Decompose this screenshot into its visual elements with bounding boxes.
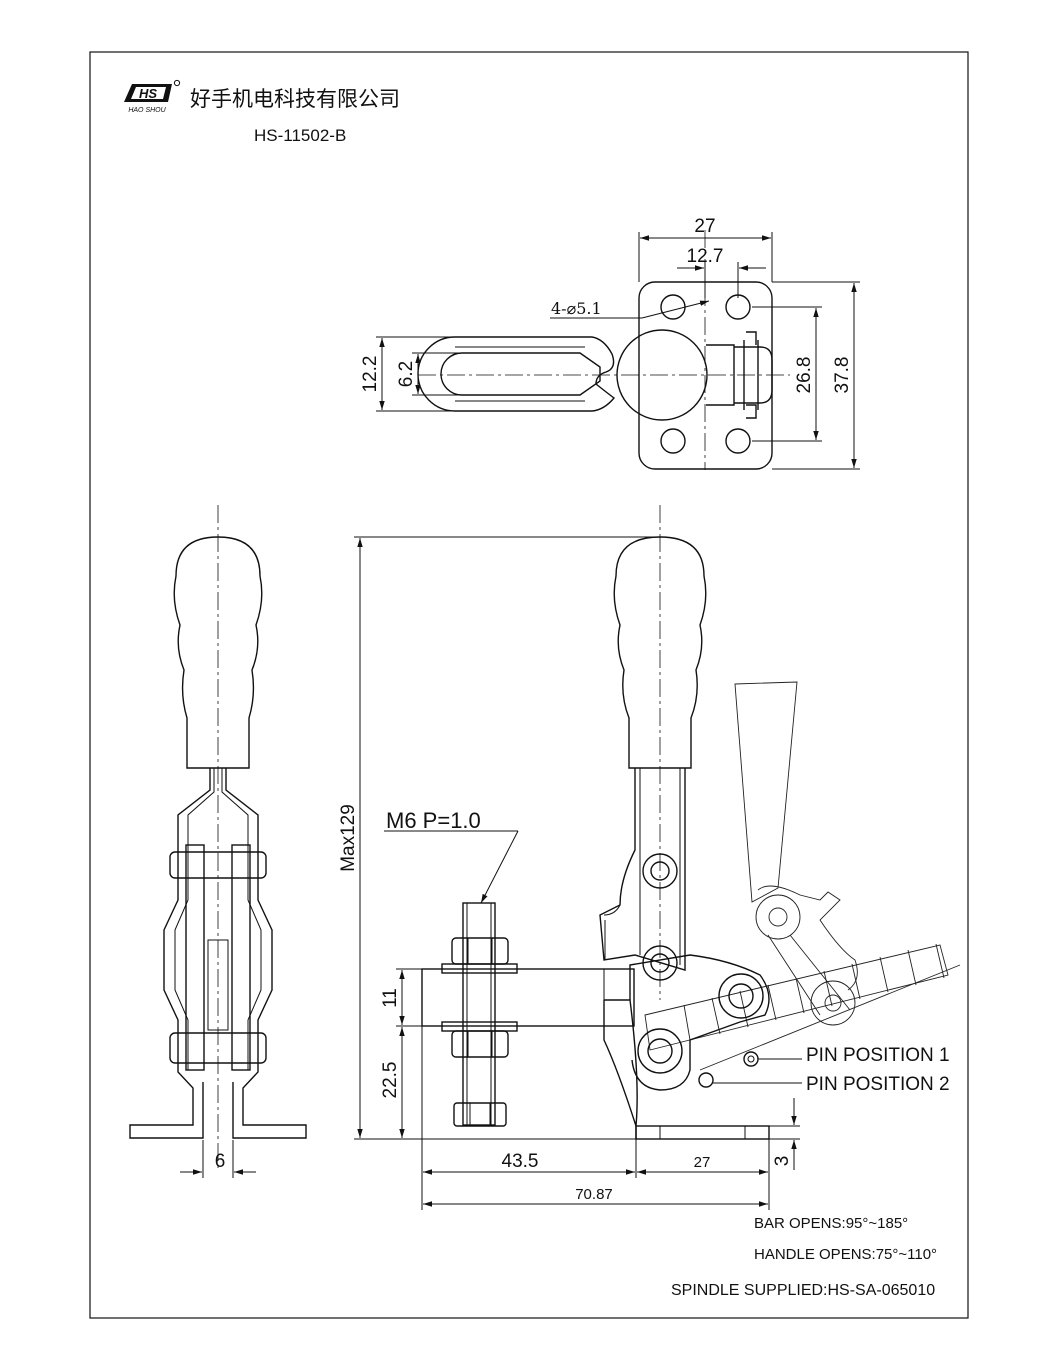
front-view: 6 [129, 505, 307, 1178]
side-handle-lever [599, 768, 686, 971]
pin-position-1-marker [743, 1051, 759, 1067]
dim-43-5: 43.5 [502, 1151, 539, 1172]
clamp-body [603, 999, 638, 1139]
note-handle-opens: HANDLE OPENS:75°~110° [754, 1246, 937, 1263]
title-block: HS HAO SHOU 好手机电科技有限公司 HS-11502-B [124, 79, 400, 145]
dim-base-thickness: 6 [215, 1151, 226, 1172]
side-view: PIN POSITION 1 PIN POSITION 2 M6 P=1.0 M… [338, 505, 961, 1210]
dim-hole-spacing-y: 26.8 [794, 357, 815, 394]
dim-3: 3 [772, 1156, 793, 1167]
top-view: 27 12.7 4-⌀5.1 37.8 26.8 12.2 6.2 [360, 216, 860, 470]
logo-text: HS [139, 86, 157, 101]
dim-max-height: Max129 [338, 804, 359, 872]
model-number: HS-11502-B [254, 126, 346, 145]
pin-position-1-label: PIN POSITION 1 [806, 1045, 950, 1066]
dim-70-87: 70.87 [575, 1186, 613, 1203]
logo-subtext: HAO SHOU [128, 107, 166, 114]
company-name: 好手机电科技有限公司 [190, 87, 400, 111]
note-spindle-supplied: SPINDLE SUPPLIED:HS-SA-065010 [671, 1282, 935, 1299]
dim-height: 37.8 [832, 357, 853, 394]
dim-22-5: 22.5 [380, 1062, 401, 1099]
handle-bar-outline [417, 336, 616, 412]
side-handle-grip [613, 536, 707, 769]
pin-position-2-marker [698, 1072, 714, 1088]
handle-slot [440, 352, 601, 396]
dim-width: 27 [694, 216, 715, 237]
note-bar-opens: BAR OPENS:95°~185° [754, 1215, 908, 1232]
spindle-assembly [441, 902, 518, 1127]
dim-27: 27 [694, 1154, 711, 1171]
side-base-plate [635, 1125, 770, 1140]
dim-hole-spacing-x: 12.7 [687, 246, 724, 267]
dim-11: 11 [380, 988, 401, 1008]
mounting-holes [660, 294, 751, 454]
drawing-border [89, 51, 969, 1319]
notes-block: BAR OPENS:95°~185° HANDLE OPENS:75°~110°… [671, 1215, 937, 1299]
thread-spec: M6 P=1.0 [386, 808, 481, 833]
dim-bar-width: 12.2 [360, 356, 381, 393]
open-position-ghost [644, 681, 961, 1071]
dim-slot-width: 6.2 [396, 361, 417, 387]
front-view-grip [173, 536, 263, 769]
spindle-bar [421, 968, 635, 1027]
pin-position-2-label: PIN POSITION 2 [806, 1074, 950, 1095]
dim-holes-callout: 4-⌀5.1 [551, 299, 602, 318]
company-logo: HS HAO SHOU [124, 79, 181, 114]
